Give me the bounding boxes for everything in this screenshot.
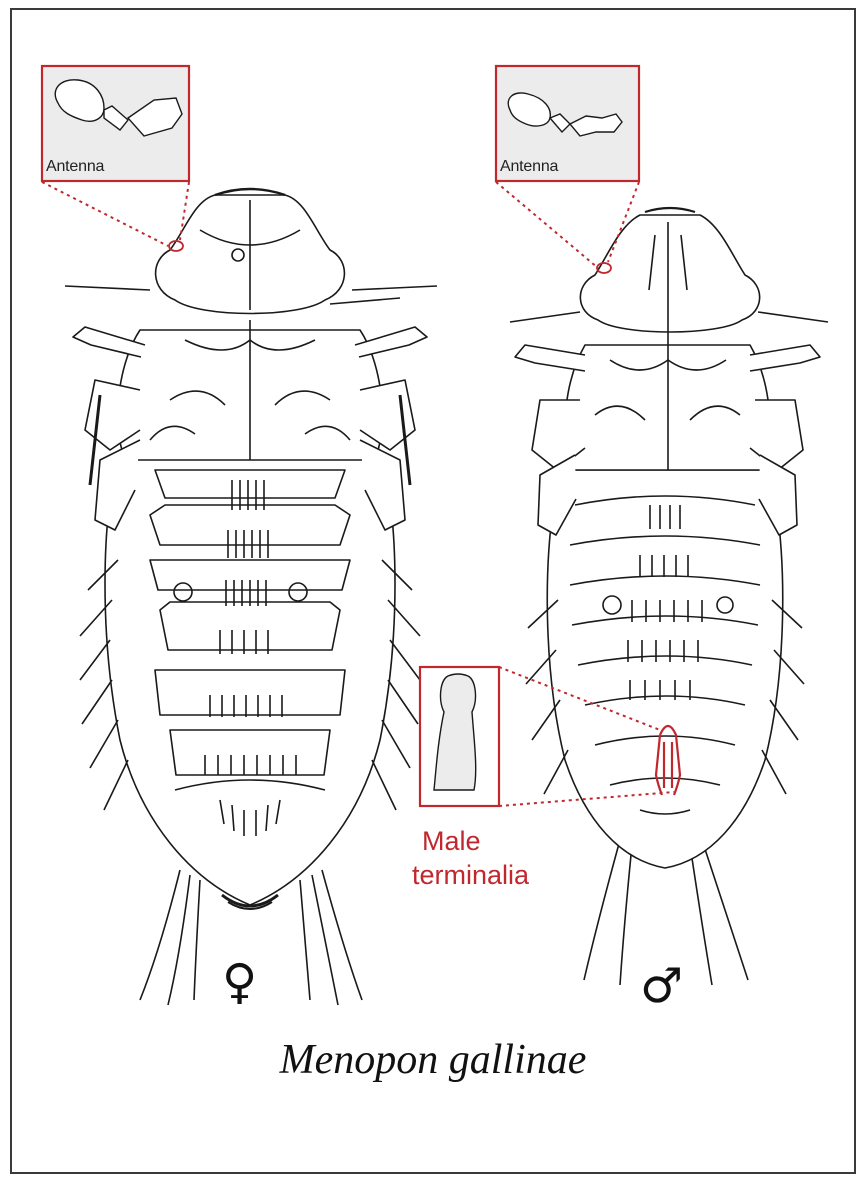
- male-terminalia-label: Male terminalia: [412, 824, 529, 892]
- female-antenna-callout-line: [42, 182, 189, 246]
- male-terminalia-drawing: [434, 674, 476, 790]
- species-name: Menopon gallinae: [0, 1036, 866, 1084]
- male-louse-drawing: [510, 208, 828, 985]
- female-antenna-inset: [42, 66, 189, 246]
- male-symbol: ♂: [640, 962, 683, 1010]
- male-terminalia-label-line1: Male: [412, 824, 529, 858]
- male-terminalia-label-line2: terminalia: [412, 858, 529, 892]
- female-symbol: ♀: [222, 958, 257, 1006]
- female-antenna-label: Antenna: [46, 158, 104, 176]
- male-antenna-label: Antenna: [500, 158, 558, 176]
- female-louse-drawing: [65, 189, 437, 1005]
